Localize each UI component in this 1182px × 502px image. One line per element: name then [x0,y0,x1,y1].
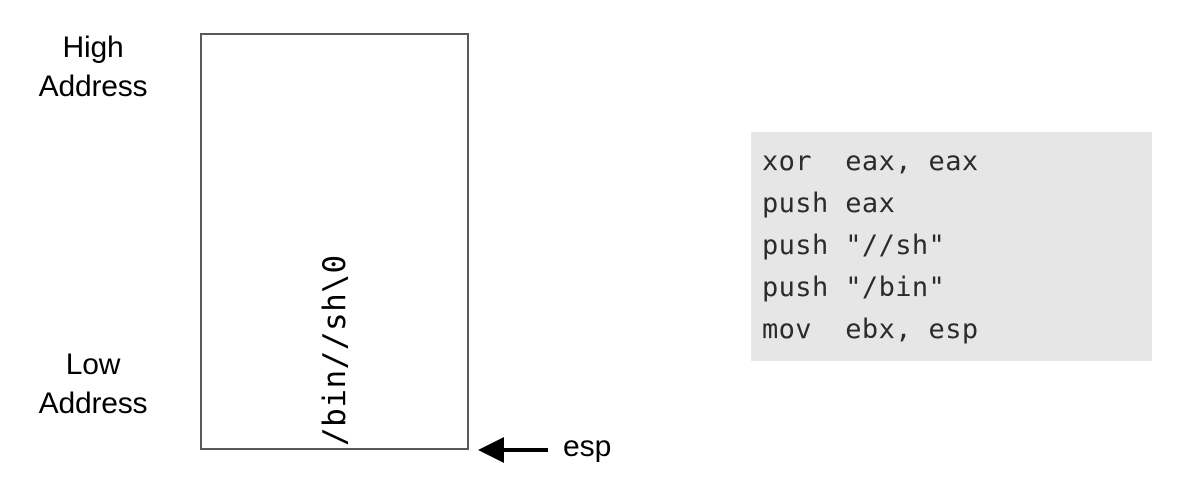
code-line: push "/bin" [762,272,946,303]
assembly-code-block: xor eax, eax push eax push "//sh" push "… [751,132,1152,361]
code-line: xor eax, eax [762,146,979,177]
high-address-label: High Address [38,31,148,103]
code-line: mov ebx, esp [762,314,979,345]
esp-pointer-label: esp [563,430,612,463]
esp-arrow-icon [478,437,548,463]
code-line: push "//sh" [762,230,946,261]
memory-box [200,33,469,450]
low-address-label: Low Address [38,348,148,420]
code-line: push eax [762,188,896,219]
stack-diagram: High Address Low Address /bin//sh\0 esp [38,31,612,463]
